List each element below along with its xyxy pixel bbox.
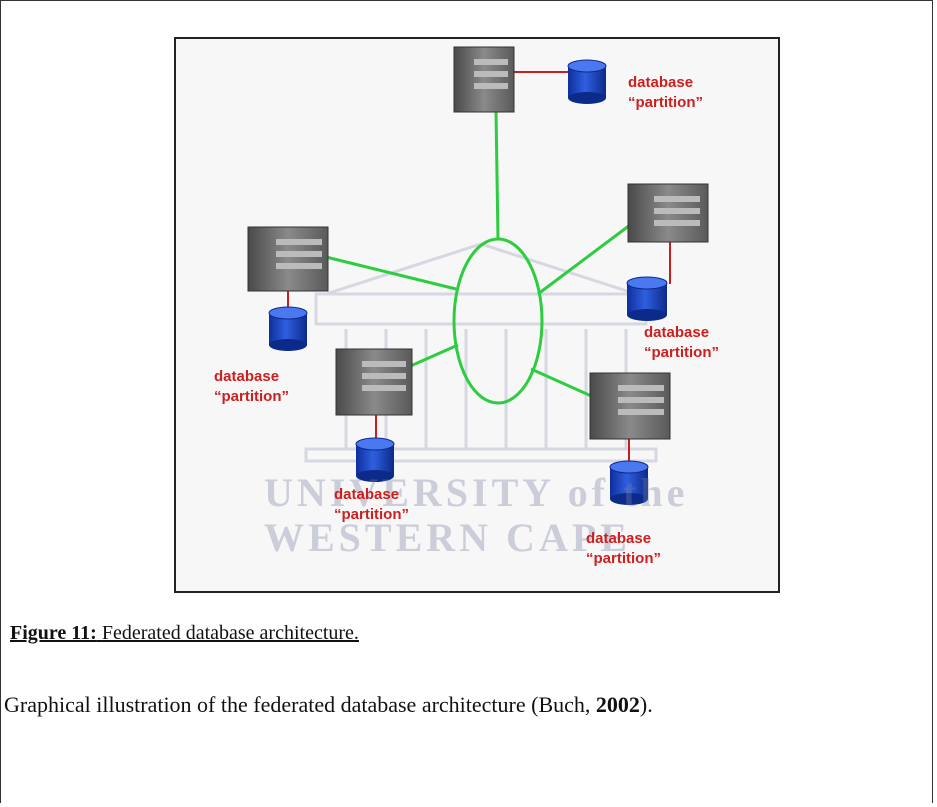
- watermark-line-1: UNIVERSITY of the: [264, 470, 689, 515]
- database-lower-right: [609, 460, 649, 505]
- caption-text: Federated database architecture.: [96, 622, 359, 644]
- link-top: [494, 110, 500, 240]
- link-left: [325, 255, 457, 291]
- link-lower-right: [530, 367, 599, 401]
- db-label-right: database “partition”: [644, 324, 719, 361]
- server-left: [247, 226, 329, 292]
- server-top: [453, 46, 515, 113]
- caption-label: Figure 11:: [10, 622, 97, 644]
- db-label-lower-right: database “partition”: [586, 530, 661, 567]
- figure-panel: UNIVERSITY of the WESTERN CAPE database …: [174, 37, 780, 593]
- database-top: [567, 59, 607, 104]
- database-left: [268, 306, 308, 351]
- description-year: 2002: [595, 692, 640, 717]
- link-right: [537, 220, 635, 296]
- db-label-top: database “partition”: [628, 74, 703, 111]
- database-lower-left: [355, 437, 395, 482]
- network-hub: [452, 237, 544, 405]
- db-label-lower-left: database “partition”: [334, 486, 409, 523]
- watermark-line-2: WESTERN CAPE: [264, 515, 631, 560]
- figure-caption: Figure 11: Federated database architectu…: [10, 622, 359, 645]
- network-links: [325, 110, 635, 405]
- server-lower-right: [589, 372, 671, 440]
- federated-architecture-diagram: [247, 46, 709, 505]
- figure-description: Graphical illustration of the federated …: [4, 692, 653, 718]
- description-text: Graphical illustration of the federated …: [4, 692, 596, 717]
- server-lower-left: [335, 348, 413, 416]
- db-label-left: database “partition”: [214, 368, 289, 405]
- description-end: ).: [639, 692, 653, 717]
- server-right: [627, 183, 709, 243]
- database-right: [626, 276, 668, 321]
